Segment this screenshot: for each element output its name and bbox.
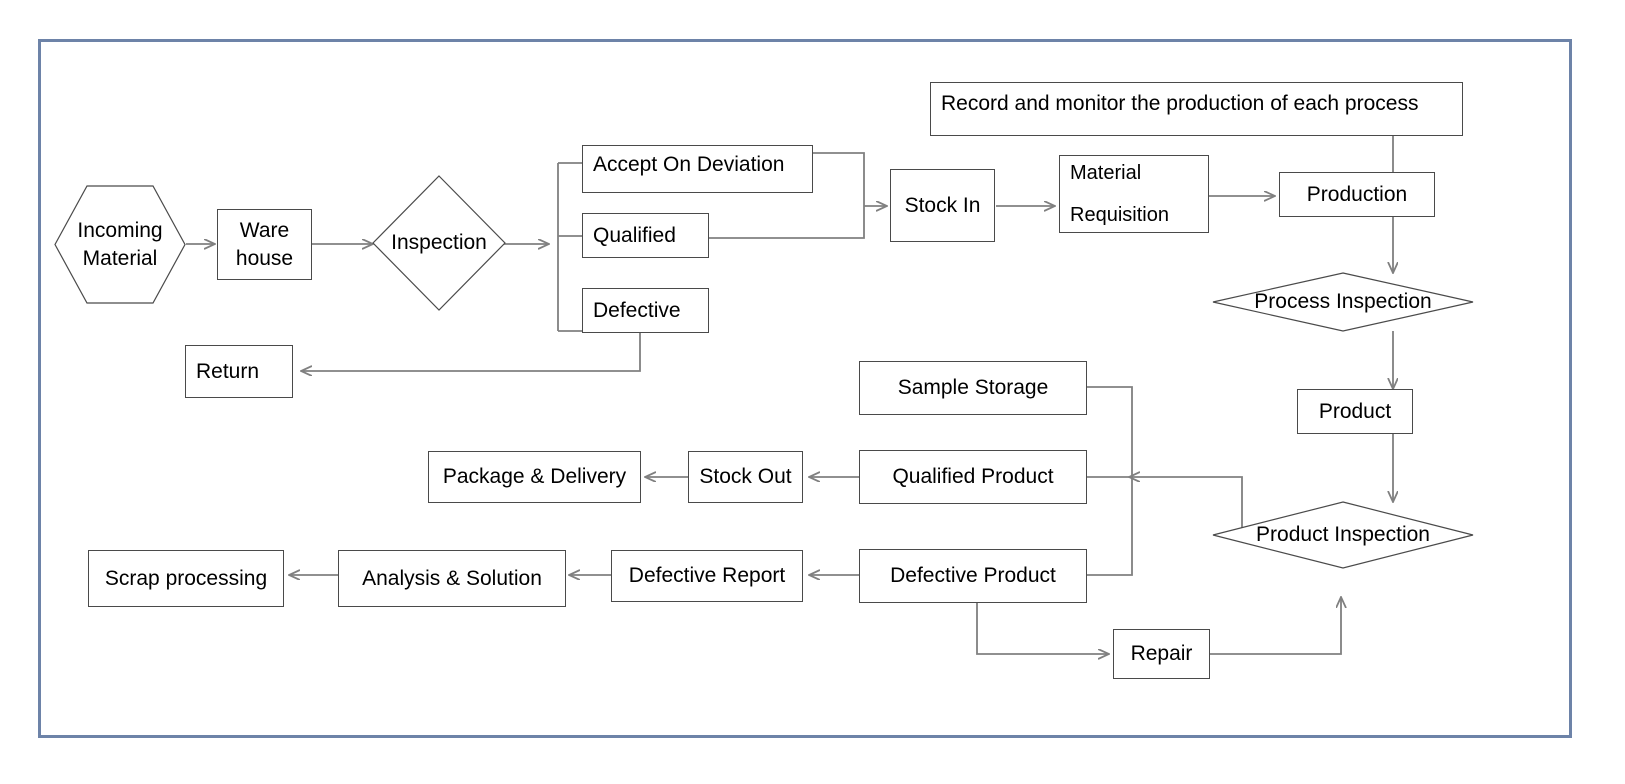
node-label: Inspection	[391, 231, 487, 255]
node-inspection[interactable]: Inspection	[372, 175, 506, 311]
node-incoming-material[interactable]: Incoming Material	[54, 185, 186, 304]
node-return[interactable]: Return	[185, 345, 293, 398]
node-qualified[interactable]: Qualified	[582, 213, 709, 258]
node-process-inspection[interactable]: Process Inspection	[1212, 272, 1474, 332]
node-repair[interactable]: Repair	[1113, 629, 1210, 679]
node-product-inspection[interactable]: Product Inspection	[1212, 501, 1474, 569]
node-defective-product[interactable]: Defective Product	[859, 549, 1087, 603]
node-package-delivery[interactable]: Package & Delivery	[428, 451, 641, 503]
node-scrap-processing[interactable]: Scrap processing	[88, 550, 284, 607]
node-stock-in[interactable]: Stock In	[890, 169, 995, 242]
node-material-requisition[interactable]: Material Requisition	[1059, 155, 1209, 233]
diamond-shape	[372, 175, 506, 311]
node-qualified-product[interactable]: Qualified Product	[859, 450, 1087, 504]
node-record-and-monitor[interactable]: Record and monitor the production of eac…	[930, 82, 1463, 136]
node-defective[interactable]: Defective	[582, 288, 709, 333]
diamond-shape	[1212, 501, 1474, 569]
node-stock-out[interactable]: Stock Out	[688, 451, 803, 503]
diamond-shape	[1212, 272, 1474, 332]
node-accept-on-deviation[interactable]: Accept On Deviation	[582, 145, 813, 193]
node-warehouse[interactable]: Ware house	[217, 209, 312, 280]
diagram-frame-border	[38, 39, 1572, 738]
node-production[interactable]: Production	[1279, 172, 1435, 217]
node-product[interactable]: Product	[1297, 389, 1413, 434]
node-label: Product Inspection	[1256, 523, 1430, 547]
node-label: Process Inspection	[1254, 290, 1432, 314]
node-defective-report[interactable]: Defective Report	[611, 550, 803, 602]
node-label: Incoming Material	[77, 218, 163, 270]
node-analysis-solution[interactable]: Analysis & Solution	[338, 550, 566, 607]
hexagon-shape	[54, 185, 186, 304]
node-sample-storage[interactable]: Sample Storage	[859, 361, 1087, 415]
